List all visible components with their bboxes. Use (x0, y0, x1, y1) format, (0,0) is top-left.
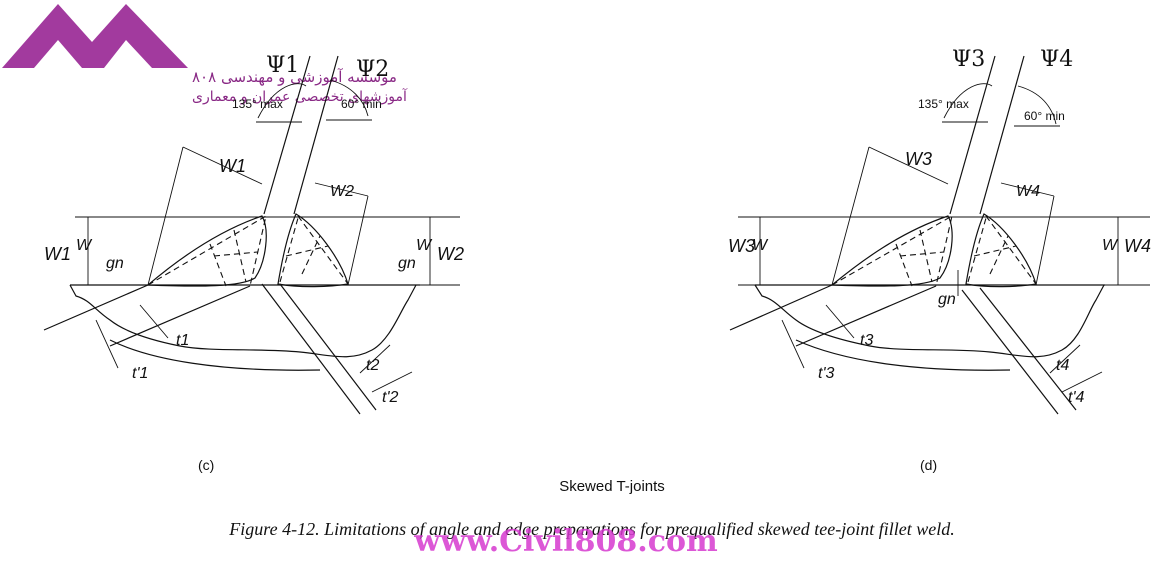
base-plate-bottom-c (109, 339, 321, 371)
w-left-label-c: W (76, 237, 93, 254)
weld-right-c (277, 213, 349, 288)
tag-c: (c) (198, 457, 214, 473)
angle-min-label-c: 60° min (341, 97, 382, 111)
g-left-label-c: gn (106, 255, 124, 272)
weld-right-inner-c (285, 235, 329, 275)
weld-left-d (830, 215, 953, 287)
weld-right-fusion-d (967, 215, 1037, 285)
angle-arc-max-c (257, 83, 307, 119)
angle-max-label-c: 135° max (232, 97, 283, 111)
member-leg-left-c (43, 284, 149, 331)
logo-mark (2, 4, 188, 68)
figure-subtitle: Skewed T-joints (559, 478, 665, 495)
member-left-edge-d (949, 55, 996, 215)
W-vert-left-label-d: W3 (728, 236, 755, 256)
W-vert-left-label-c: W1 (44, 244, 71, 264)
t1p-label-c: t'1 (132, 365, 148, 382)
t3p-label-d: t'3 (818, 365, 835, 382)
member-right-edge-c (293, 55, 339, 215)
figure-caption: Figure 4-12. Limitations of angle and ed… (228, 519, 954, 539)
psi-right-c: Ψ2 (356, 57, 389, 82)
weld-left-fusion-d (831, 214, 953, 287)
diagram-c: Ψ1 Ψ2 135° max 60° min W1 W2 W1 W W W2 g… (43, 53, 464, 473)
logo: موسسه آموزشی و مهندسی ۸۰۸ آموزشهای تخصصی… (2, 4, 408, 105)
angle-arc-min-c (329, 79, 369, 117)
t2-label-c: t2 (366, 357, 379, 374)
member-through-left-c (261, 283, 361, 415)
dim-t1p-c (95, 319, 119, 369)
base-plate-bottom-d (795, 339, 1011, 371)
dim-t2p-c (371, 371, 413, 393)
dim-W2-c (314, 182, 369, 286)
angle-arc-min-d (1017, 85, 1057, 125)
dim-t3p-d (781, 319, 805, 369)
dim-W3-d (831, 146, 949, 286)
base-plate-outline-d (754, 284, 1105, 358)
g-center-label-d: gn (938, 291, 956, 308)
t4-label-d: t4 (1056, 357, 1069, 374)
tag-d: (d) (920, 457, 937, 473)
w-right-label-d: W (1102, 237, 1119, 254)
t3-label-d: t3 (860, 332, 873, 349)
t2p-label-c: t'2 (382, 389, 399, 406)
w-left-label-d: W (752, 237, 769, 254)
weld-left-inner-d (895, 229, 945, 287)
weld-right-fusion-c (279, 215, 349, 285)
g-right-label-c: gn (398, 255, 416, 272)
W-left-label-c: W1 (219, 156, 246, 176)
dim-W4-d (1000, 182, 1055, 286)
dim-t2-c (359, 344, 391, 374)
W-vert-right-label-d: W4 (1124, 236, 1151, 256)
t1-label-c: t1 (176, 332, 189, 349)
member-leg-left2-d (795, 285, 937, 347)
angle-min-label-d: 60° min (1024, 109, 1065, 123)
weld-right-inner-d (973, 235, 1017, 275)
member-right-edge-d (979, 55, 1025, 215)
dim-t3-d (825, 304, 855, 339)
logo-line1: موسسه آموزشی و مهندسی ۸۰۸ (192, 68, 397, 86)
W-vert-right-label-c: W2 (437, 244, 464, 264)
angle-arc-max-d (943, 83, 993, 119)
W-left-label-d: W3 (905, 149, 932, 169)
dim-W1-c (147, 146, 263, 286)
dim-t1-c (139, 304, 169, 339)
weld-left-c (146, 215, 267, 287)
watermark: www.Civil808.com (413, 524, 718, 559)
weld-left-inner-c (209, 229, 259, 287)
member-leg-left2-c (109, 285, 251, 347)
member-through-right-d (979, 287, 1077, 411)
angle-max-label-d: 135° max (918, 97, 969, 111)
base-plate-outline-c (69, 284, 417, 358)
member-through-right-c (279, 283, 377, 411)
dim-t4p-d (1061, 371, 1103, 393)
W-right-label-d: W4 (1016, 183, 1040, 200)
psi-right-d: Ψ4 (1040, 47, 1073, 72)
t4p-label-d: t'4 (1068, 389, 1085, 406)
w-right-label-c: W (416, 237, 433, 254)
W-right-label-c: W2 (330, 183, 354, 200)
weld-right-d (965, 213, 1037, 288)
diagram-d: Ψ3 Ψ4 135° max 60° min W3 W4 W3 W W W4 g… (728, 47, 1151, 473)
psi-left-c: Ψ1 (266, 53, 299, 78)
psi-left-d: Ψ3 (952, 47, 985, 72)
member-leg-left-d (729, 284, 833, 331)
member-left-edge-c (263, 55, 311, 215)
member-through-left-d (961, 289, 1059, 415)
dim-t4-d (1049, 344, 1081, 374)
weld-left-fusion-c (147, 214, 267, 287)
